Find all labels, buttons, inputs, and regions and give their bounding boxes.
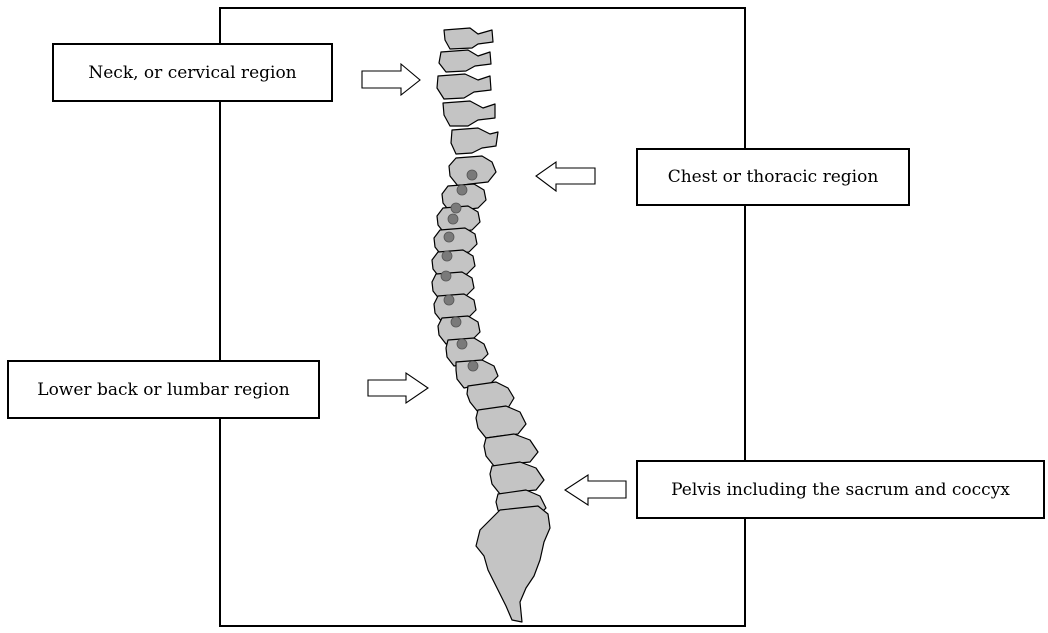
pelvis-label: Pelvis including the sacrum and coccyx [671, 480, 1010, 500]
neck-label: Neck, or cervical region [88, 63, 296, 83]
chest-label: Chest or thoracic region [668, 167, 879, 187]
left-arrow-icon [565, 475, 626, 505]
right-arrow-icon [362, 64, 420, 95]
lumbar-label: Lower back or lumbar region [37, 380, 289, 400]
pelvis-label-box: Pelvis including the sacrum and coccyx [636, 460, 1045, 519]
right-arrow-icon [368, 373, 428, 403]
neck-label-box: Neck, or cervical region [52, 43, 333, 102]
left-arrow-icon [536, 162, 595, 191]
lumbar-label-box: Lower back or lumbar region [7, 360, 320, 419]
spine-illustration [432, 28, 550, 622]
chest-label-box: Chest or thoracic region [636, 148, 910, 206]
